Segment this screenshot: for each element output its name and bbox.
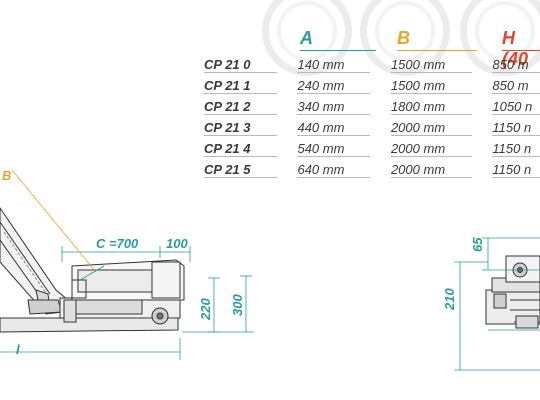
- cell-b: 1500 mm: [390, 52, 472, 73]
- inclined-conveyor: [0, 207, 69, 315]
- label-65: 65: [470, 237, 485, 252]
- cell-h: 1150 n: [492, 156, 540, 178]
- header-underline-a: [300, 50, 376, 51]
- model: CP 21 3: [204, 114, 277, 136]
- table-row: CP 21 3 440 mm 2000 mm 1150 n: [204, 114, 540, 136]
- model: CP 21 5: [204, 156, 277, 178]
- label-l: l: [16, 342, 20, 357]
- cell-h: 850 m: [492, 52, 540, 73]
- cell-h: 1150 n: [492, 135, 540, 157]
- label-100: 100: [166, 236, 188, 251]
- cell-a: 540 mm: [297, 135, 371, 157]
- cell-b: 2000 mm: [390, 114, 472, 136]
- column-header-a: A: [300, 28, 313, 48]
- model: CP 21 1: [204, 72, 277, 94]
- cell-b: 1800 mm: [390, 93, 472, 115]
- cell-a: 440 mm: [297, 114, 371, 136]
- table-row: CP 21 2 340 mm 1800 mm 1050 n: [204, 93, 540, 115]
- base-frame: [0, 297, 181, 333]
- model: CP 21 4: [204, 135, 277, 157]
- cell-a: 340 mm: [297, 93, 371, 115]
- spec-table: CP 21 0 140 mm 1500 mm 850 m CP 21 1 240 mm 15…: [204, 52, 540, 178]
- cell-h: 1050 n: [492, 93, 540, 115]
- hopper-box: [71, 259, 185, 301]
- label-b: B: [2, 168, 12, 183]
- cell-a: 640 mm: [297, 156, 371, 178]
- model: CP 21 2: [204, 93, 277, 115]
- label-c: C =700: [96, 236, 139, 251]
- table-row: CP 21 5 640 mm 2000 mm 1150 n: [204, 156, 540, 178]
- column-header-b: B: [397, 28, 410, 48]
- cell-a: 140 mm: [297, 52, 371, 73]
- cell-b: 1500 mm: [390, 72, 472, 94]
- label-210: 210: [442, 288, 457, 310]
- cell-b: 2000 mm: [390, 135, 472, 157]
- table-row: CP 21 1 240 mm 1500 mm 850 m: [204, 72, 540, 94]
- table-row: CP 21 0 140 mm 1500 mm 850 m: [204, 52, 540, 73]
- header-underline-b: [397, 50, 477, 51]
- cell-h: 1150 n: [492, 114, 540, 136]
- cell-b: 2000 mm: [390, 156, 472, 178]
- side-view: [485, 255, 540, 329]
- cell-a: 240 mm: [297, 72, 371, 94]
- model: CP 21 0: [204, 52, 277, 73]
- cell-h: 850 m: [492, 72, 540, 94]
- label-300: 300: [230, 294, 245, 316]
- table-row: CP 21 4 540 mm 2000 mm 1150 n: [204, 135, 540, 157]
- label-220: 220: [198, 298, 213, 320]
- header-underline-h: [502, 50, 540, 51]
